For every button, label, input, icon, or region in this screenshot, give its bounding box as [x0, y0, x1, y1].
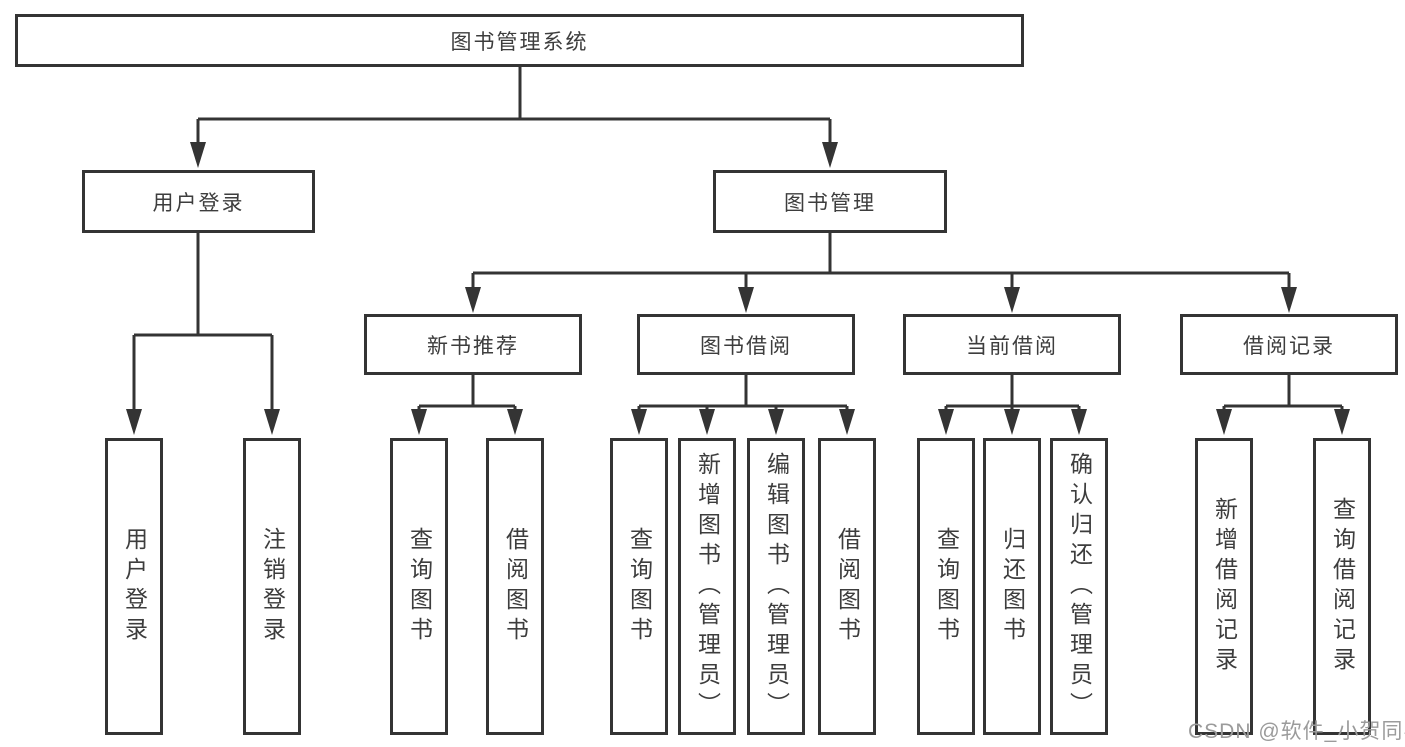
arrowhead [699, 409, 715, 435]
arrowhead [1281, 287, 1297, 313]
edge-recommend-to-leaves [417, 375, 517, 416]
leaf-current-confirm-return-admin: 确认归还（管理员） [1050, 438, 1108, 735]
node-new-book-recommend: 新书推荐 [364, 314, 582, 375]
arrowhead [190, 142, 206, 168]
edge-borrow-to-leaves [637, 375, 849, 416]
node-current-borrowing: 当前借阅 [903, 314, 1121, 375]
edge-login-to-leaves [132, 233, 274, 416]
arrowhead [411, 409, 427, 435]
arrowhead [1004, 409, 1020, 435]
csdn-watermark: CSDN @软件_小贺同学 [1188, 720, 1405, 743]
leaf-recommend-query-books: 查询图书 [390, 438, 448, 735]
arrowhead [631, 409, 647, 435]
leaf-borrowing-edit-books-admin: 编辑图书（管理员） [747, 438, 805, 735]
arrowhead [465, 287, 481, 313]
arrowhead [1334, 409, 1350, 435]
edge-lines [132, 67, 1344, 416]
arrowhead [768, 409, 784, 435]
node-user-login: 用户登录 [82, 170, 315, 233]
leaf-borrowing-add-books-admin: 新增图书（管理员） [678, 438, 736, 735]
leaf-borrowing-borrow-books: 借阅图书 [818, 438, 876, 735]
leaf-current-return-books: 归还图书 [983, 438, 1041, 735]
node-root-library-system: 图书管理系统 [15, 14, 1024, 67]
edge-records-to-leaves [1222, 375, 1344, 416]
edge-root-to-level2 [196, 67, 832, 150]
node-borrowing-records: 借阅记录 [1180, 314, 1398, 375]
arrowhead [126, 409, 142, 435]
arrowhead [264, 409, 280, 435]
arrowhead [738, 287, 754, 313]
leaf-logout: 注销登录 [243, 438, 301, 735]
arrowhead [938, 409, 954, 435]
node-book-management: 图书管理 [713, 170, 947, 233]
node-book-borrowing: 图书借阅 [637, 314, 855, 375]
arrowhead [507, 409, 523, 435]
leaf-borrowing-query-books: 查询图书 [610, 438, 668, 735]
edge-mgmt-to-level3 [471, 233, 1291, 294]
leaf-user-login: 用户登录 [105, 438, 163, 735]
arrowhead [839, 409, 855, 435]
arrowhead [1004, 287, 1020, 313]
leaf-recommend-borrow-books: 借阅图书 [486, 438, 544, 735]
arrowhead [822, 142, 838, 168]
arrowheads [126, 142, 1350, 435]
leaf-records-add-record: 新增借阅记录 [1195, 438, 1253, 735]
arrowhead [1071, 409, 1087, 435]
leaf-records-query-record: 查询借阅记录 [1313, 438, 1371, 735]
arrowhead [1216, 409, 1232, 435]
leaf-current-query-books: 查询图书 [917, 438, 975, 735]
